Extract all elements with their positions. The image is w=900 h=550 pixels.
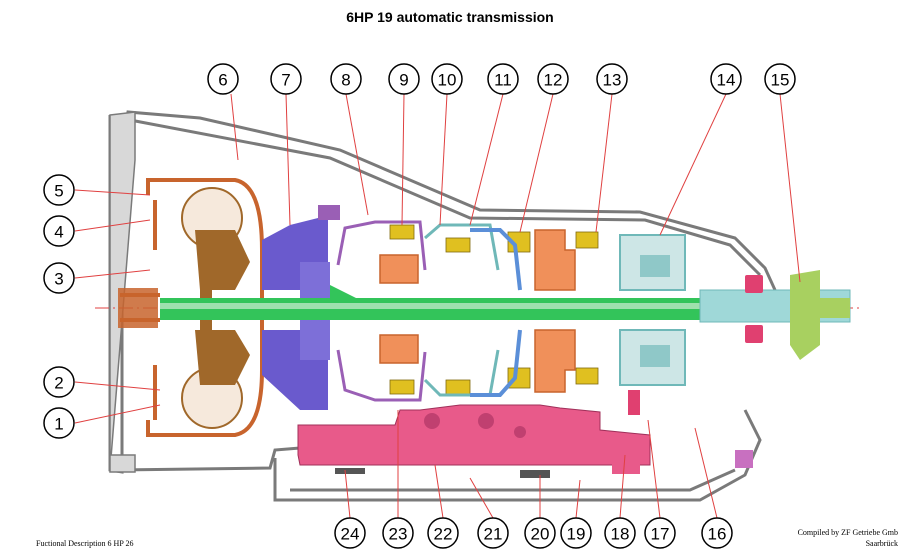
callout-8: 8 (341, 71, 350, 90)
callout-21: 21 (484, 525, 503, 544)
footer-left-caption: Fuctional Description 6 HP 26 (36, 539, 134, 548)
valve-body (297, 404, 651, 474)
callout-labels: 1 2 3 4 5 6 7 8 9 10 11 12 13 14 15 16 1… (54, 71, 789, 544)
callout-13: 13 (603, 71, 622, 90)
oil-pan-parts (335, 468, 550, 478)
callout-16: 16 (708, 525, 727, 544)
output-shaft (699, 270, 851, 360)
callout-5: 5 (54, 182, 63, 201)
callout-10: 10 (438, 71, 457, 90)
callout-4: 4 (54, 223, 63, 242)
parking-pawl (628, 390, 640, 415)
callout-2: 2 (54, 374, 63, 393)
bell-housing-lower (109, 454, 136, 473)
clutch-drums-blue (470, 228, 522, 397)
callout-23: 23 (389, 525, 408, 544)
callout-leaders (74, 93, 801, 519)
callout-18: 18 (611, 525, 630, 544)
callout-11: 11 (494, 71, 512, 90)
callout-19: 19 (567, 525, 586, 544)
planetary-set-2 (534, 229, 576, 393)
callout-9: 9 (399, 71, 408, 90)
input-shaft (160, 285, 710, 320)
footer-right-line-2: Saarbrück (865, 539, 898, 548)
callout-3: 3 (54, 270, 63, 289)
clutch-drums-teal (423, 223, 500, 397)
callout-14: 14 (717, 71, 736, 90)
callout-22: 22 (434, 525, 453, 544)
output-bearings (745, 275, 763, 343)
planetary-set-1 (379, 254, 419, 364)
diagram-title: 6HP 19 automatic transmission (346, 9, 554, 25)
clutch-packs (389, 224, 599, 395)
callout-1: 1 (54, 415, 63, 434)
parking-lock (735, 450, 753, 468)
footer-right-line-1: Compiled by ZF Getriebe Gmb (797, 528, 898, 537)
tc-hub (118, 288, 158, 328)
callout-7: 7 (281, 71, 290, 90)
planetary-set-3 (619, 234, 686, 386)
callout-6: 6 (218, 71, 227, 90)
callout-17: 17 (651, 525, 670, 544)
callout-24: 24 (341, 525, 360, 544)
callout-circles (43, 63, 796, 549)
callout-20: 20 (531, 525, 550, 544)
clutch-carrier (336, 220, 427, 402)
callout-12: 12 (544, 71, 563, 90)
callout-15: 15 (771, 71, 790, 90)
footer-right-caption: Compiled by ZF Getriebe Gmb Saarbrück (798, 527, 898, 549)
